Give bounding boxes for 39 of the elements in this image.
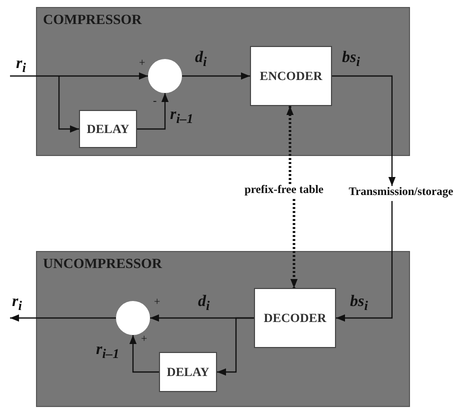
flow-label: prefix-free table	[244, 184, 324, 198]
arrow	[10, 314, 116, 322]
signal-label: bs$_{i}$	[350, 294, 368, 313]
process-box	[254, 288, 336, 348]
flow-label: Transmission/storage	[348, 186, 454, 200]
signal-label: bs$_{i}$	[342, 50, 360, 69]
arrow	[10, 72, 148, 80]
panel-title: COMPRESSOR	[43, 13, 142, 29]
signal-label: r$_{i–1}$	[170, 107, 194, 126]
signal-label: r$_{i}$	[12, 294, 22, 313]
box-label: ENCODER	[260, 68, 322, 84]
box-label: DELAY	[86, 122, 130, 136]
signal-label: r$_{i–1}$	[96, 342, 120, 361]
arrow	[217, 317, 254, 376]
process-box	[159, 352, 217, 392]
sign-label: -	[153, 96, 157, 107]
arrow	[332, 75, 396, 186]
process-box	[79, 110, 137, 148]
arrow	[137, 93, 169, 130]
summing-junction	[116, 301, 150, 335]
sign-label: +	[154, 297, 160, 308]
sign-label: +	[139, 58, 146, 69]
group-panel	[36, 7, 410, 156]
arrow	[129, 335, 159, 373]
sign-label: +	[141, 334, 148, 345]
dotted-arrow	[286, 106, 294, 184]
signal-label: d$_{i}$	[198, 294, 210, 313]
dotted-arrow	[290, 199, 298, 288]
box-label: DELAY	[166, 364, 210, 380]
summing-junction	[148, 59, 182, 93]
group-panel	[36, 251, 410, 407]
arrow	[58, 76, 79, 133]
signal-label: r$_{i}$	[16, 56, 26, 75]
process-box	[250, 46, 332, 106]
arrow	[336, 201, 393, 322]
signal-label: d$_{i}$	[195, 50, 207, 69]
panel-title: UNCOMPRESSOR	[43, 257, 162, 273]
box-label: DECODER	[264, 310, 326, 326]
arrow	[182, 72, 250, 80]
